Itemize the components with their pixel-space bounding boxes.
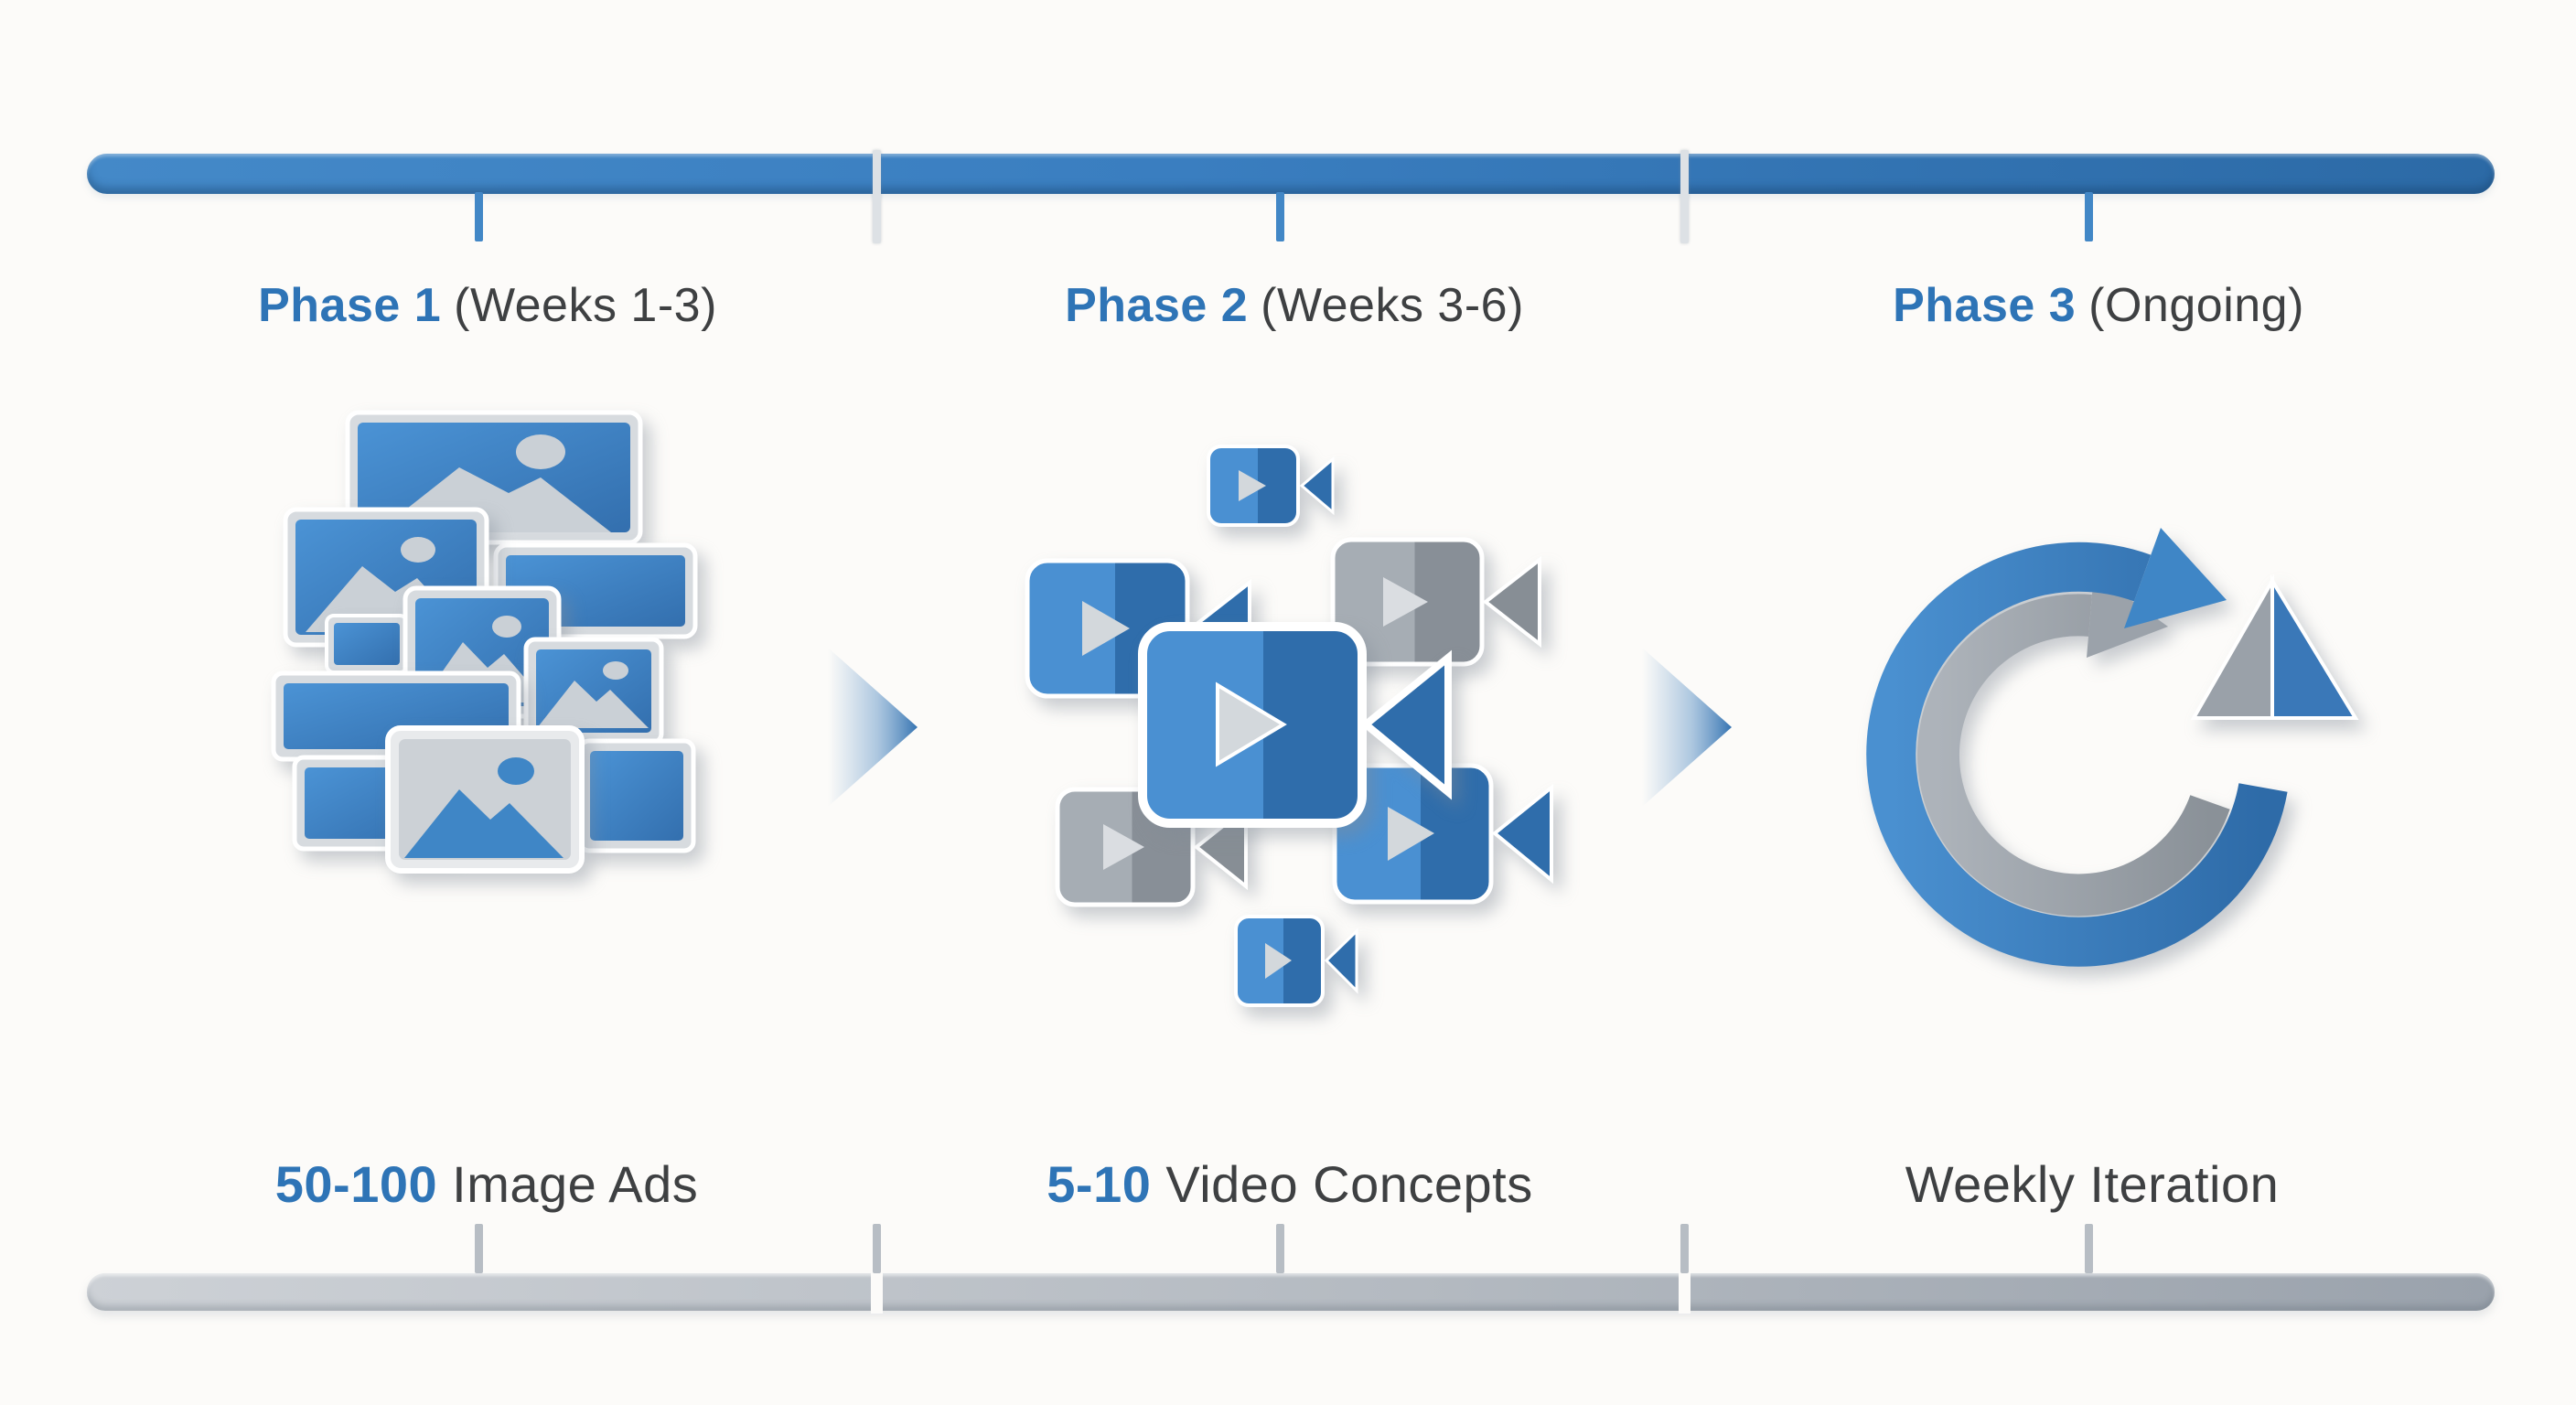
bottom-bar-gap-1 bbox=[871, 1271, 883, 1314]
phase-divider-2 bbox=[1680, 150, 1689, 243]
phase2-label: Phase 2(Weeks 3-6) bbox=[1065, 276, 1524, 335]
phase1-label: Phase 1(Weeks 1-3) bbox=[258, 276, 717, 335]
phase1-name: Phase 1 bbox=[258, 279, 442, 332]
video-camera-icon bbox=[1234, 915, 1358, 1007]
image-icon-inverted bbox=[385, 725, 585, 874]
gray-circle-arc bbox=[1916, 594, 2230, 917]
phase2-quantity: 5-10 bbox=[1046, 1155, 1152, 1213]
video-camera-icon bbox=[1138, 622, 1452, 828]
phase2-deliverable-text: Video Concepts bbox=[1165, 1155, 1533, 1213]
up-arrowhead-blue bbox=[2270, 574, 2359, 720]
image-icon bbox=[523, 637, 664, 745]
image-ads-stack-icon bbox=[271, 410, 698, 874]
image-icon bbox=[325, 614, 409, 674]
phase2-range: (Weeks 3-6) bbox=[1261, 279, 1524, 332]
image-icon bbox=[577, 738, 696, 853]
flow-arrow-icon bbox=[828, 648, 918, 807]
refresh-cycle-icon bbox=[1866, 528, 2359, 967]
bottom-bar-gap-2 bbox=[1679, 1271, 1690, 1314]
video-cameras-cluster-icon bbox=[1025, 445, 1553, 1007]
bottom-tick-4 bbox=[1680, 1224, 1689, 1273]
flow-arrow-icon bbox=[1642, 648, 1732, 807]
bottom-tick-3 bbox=[1276, 1224, 1284, 1273]
bottom-tick-2 bbox=[873, 1224, 881, 1273]
phase-divider-1 bbox=[873, 150, 881, 243]
refresh-arrows bbox=[1866, 528, 2359, 967]
gray-arrowhead bbox=[2087, 574, 2168, 658]
blue-circle-arc bbox=[1866, 542, 2288, 967]
phase1-quantity: 50-100 bbox=[274, 1155, 438, 1213]
phase1-tick bbox=[475, 192, 483, 241]
phase3-deliverable-text: Weekly Iteration bbox=[1905, 1155, 2280, 1213]
video-camera-icon-gray bbox=[1330, 537, 1541, 667]
phase1-deliverable-text: Image Ads bbox=[452, 1155, 699, 1213]
timeline-bar-top bbox=[87, 154, 2495, 194]
phase3-deliverable: Weekly Iteration bbox=[1905, 1154, 2279, 1215]
bottom-tick-1 bbox=[475, 1224, 483, 1273]
bottom-tick-5 bbox=[2085, 1224, 2093, 1273]
blue-arrowhead bbox=[2124, 528, 2227, 628]
phase3-range: (Ongoing) bbox=[2088, 279, 2304, 332]
phase3-label: Phase 3(Ongoing) bbox=[1893, 276, 2304, 335]
video-camera-icon bbox=[1207, 445, 1335, 527]
timeline-bar-bottom bbox=[87, 1273, 2495, 1311]
phase3-tick bbox=[2085, 192, 2093, 241]
phase2-tick bbox=[1276, 192, 1284, 241]
phase2-name: Phase 2 bbox=[1065, 279, 1249, 332]
phase1-range: (Weeks 1-3) bbox=[454, 279, 717, 332]
phase3-name: Phase 3 bbox=[1893, 279, 2077, 332]
